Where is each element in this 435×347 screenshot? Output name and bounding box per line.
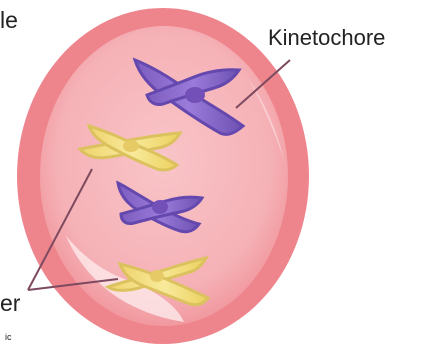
bottom-left-fragment-label: er	[0, 290, 21, 316]
kinetochore-label: Kinetochore	[268, 25, 385, 50]
top-left-fragment-label: le	[0, 7, 18, 33]
bottom-left-small-label: ic	[5, 332, 12, 342]
